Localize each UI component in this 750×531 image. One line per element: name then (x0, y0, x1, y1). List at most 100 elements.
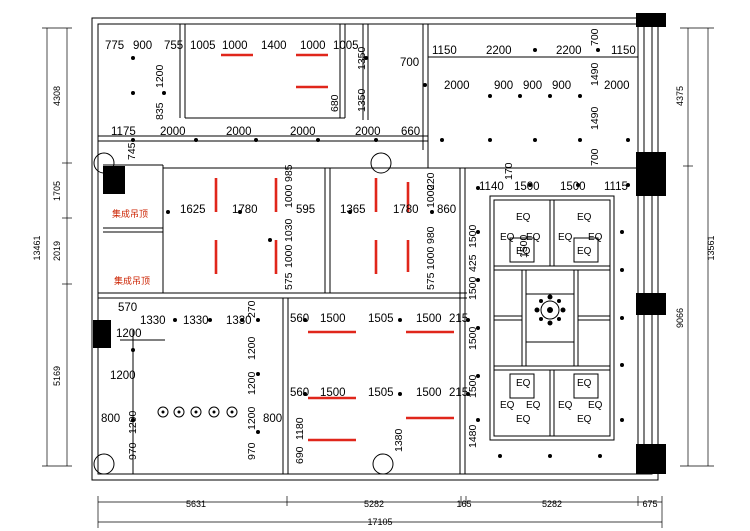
dim-text: 425 (467, 254, 479, 272)
eq-label: EQ (558, 400, 573, 411)
walls (91, 17, 659, 481)
eq-label: EQ (577, 246, 592, 257)
right-dimension-chain: 4375 9066 13561 (675, 27, 716, 467)
dim-text: 1000 (222, 40, 248, 52)
dim-text: 700 (589, 28, 601, 46)
left-dimension-chain: 4308 1705 2019 5169 13461 (32, 27, 72, 467)
dim-text: 1000 (283, 184, 295, 208)
dim-text: 680 (329, 94, 341, 112)
dim-text: 1330 (140, 315, 166, 327)
dim-text: 220 (425, 172, 437, 190)
left-dim-1: 4308 (52, 86, 62, 106)
room-label-integrated-ceiling: 集成吊顶 (114, 275, 150, 287)
dim-text: 1200 (116, 328, 142, 340)
top-left-dims: 775 900 755 1005 1000 1400 1000 1005 120… (105, 40, 419, 120)
left-dim-3: 2019 (52, 241, 62, 261)
eq-label: EQ (516, 378, 531, 389)
left-dim-2: 1705 (52, 181, 62, 201)
dim-text: 900 (494, 80, 513, 92)
dim-text: 1200 (127, 410, 139, 434)
dim-text: 570 (118, 302, 137, 314)
dim-text: 660 (401, 126, 420, 138)
dim-text: 1500 (560, 181, 586, 193)
dim-text: 800 (101, 413, 120, 425)
dim-text: 1380 (393, 428, 405, 452)
dim-text: 1505 (368, 387, 394, 399)
dim-text: 1480 (467, 424, 479, 448)
dim-text: 970 (127, 442, 139, 460)
dim-text: 1490 (589, 62, 601, 86)
eq-label: EQ (588, 232, 603, 243)
dim-text: 1500 (514, 181, 540, 193)
right-block-dims: 1140 1500 1500 1115 170 1500 1500 1500 1… (467, 162, 628, 448)
dim-text: 2000 (226, 126, 252, 138)
eq-label: EQ (577, 212, 592, 223)
dim-text: 560 (290, 313, 309, 325)
dim-text: 985 (283, 164, 295, 182)
dim-text: 1200 (246, 406, 258, 430)
eq-label: EQ (526, 400, 541, 411)
dim-text: 1500 (467, 276, 479, 300)
ceiling-grid (489, 195, 615, 441)
bottom-dim-total: 17105 (367, 517, 392, 527)
round-columns (93, 152, 394, 475)
dim-text: 575 (283, 272, 295, 290)
dim-text: 170 (503, 162, 515, 180)
bottom-dim-5: 675 (642, 499, 657, 509)
bottom-dim-1: 5631 (186, 499, 206, 509)
dim-text: 1500 (416, 313, 442, 325)
dim-text: 1500 (320, 387, 346, 399)
dim-text: 1150 (611, 45, 636, 57)
dim-text: 1505 (368, 313, 394, 325)
dim-text: 2000 (355, 126, 381, 138)
dim-text: 1500 (467, 374, 479, 398)
dim-text: 1780 (232, 204, 258, 216)
dim-text: 1400 (261, 40, 287, 52)
eq-label: EQ (588, 400, 603, 411)
dim-text: 745 (126, 142, 138, 160)
dim-text: 700 (400, 57, 419, 69)
dim-text: 1115 (604, 181, 628, 193)
dim-text: 560 (290, 387, 309, 399)
dim-text: 1150 (432, 45, 457, 57)
dim-text: 2000 (604, 80, 630, 92)
dim-text: 270 (246, 300, 258, 318)
dim-text: 1030 (283, 218, 295, 242)
dim-text: 835 (154, 102, 166, 120)
dim-text: 1200 (154, 64, 166, 88)
dim-text: 900 (552, 80, 571, 92)
dim-text: 1005 (333, 40, 359, 52)
dim-text: 1330 (183, 315, 209, 327)
dim-text: 900 (133, 40, 152, 52)
room-label-integrated-ceiling: 集成吊顶 (112, 208, 148, 220)
dim-text: 1780 (393, 204, 419, 216)
dim-text: 980 (425, 226, 437, 244)
dim-text: 2200 (556, 45, 582, 57)
dim-text: 1175 (111, 126, 136, 138)
dim-text: 1500 (320, 313, 346, 325)
right-dim-1: 4375 (675, 86, 685, 106)
dim-text: 900 (523, 80, 542, 92)
dim-text: 215 (449, 387, 468, 399)
dim-text: 2000 (290, 126, 316, 138)
dim-text: 1330 (226, 315, 252, 327)
right-dim-2: 9066 (675, 308, 685, 328)
right-dim-total: 13561 (706, 235, 716, 260)
dim-text: 575 (425, 272, 437, 290)
dim-text: 800 (263, 413, 282, 425)
dim-text: 1200 (246, 336, 258, 360)
eq-label: EQ (558, 232, 573, 243)
lower-left-dims: 570 1330 1330 1330 1200 1200 800 1200 97… (101, 300, 282, 460)
dim-text: 1200 (110, 370, 136, 382)
dim-text: 970 (246, 442, 258, 460)
eq-label: EQ (577, 378, 592, 389)
lower-mid-dims: 560 1500 1505 1500 215 560 1500 1505 150… (290, 313, 468, 464)
dim-text: 1180 (294, 417, 306, 440)
dim-text: 1140 (479, 181, 504, 193)
dim-text: 1500 (467, 224, 479, 248)
room-b-dims: 1365 1780 860 220 1000 980 1000 575 (340, 172, 456, 290)
eq-label: EQ (500, 400, 515, 411)
bottom-dim-4: 5282 (542, 499, 562, 509)
eq-labels: EQ EQ EQ EQ EQ EQ EQ EQ EQ EQ EQ EQ EQ E… (500, 212, 603, 425)
eq-label: EQ (526, 232, 541, 243)
